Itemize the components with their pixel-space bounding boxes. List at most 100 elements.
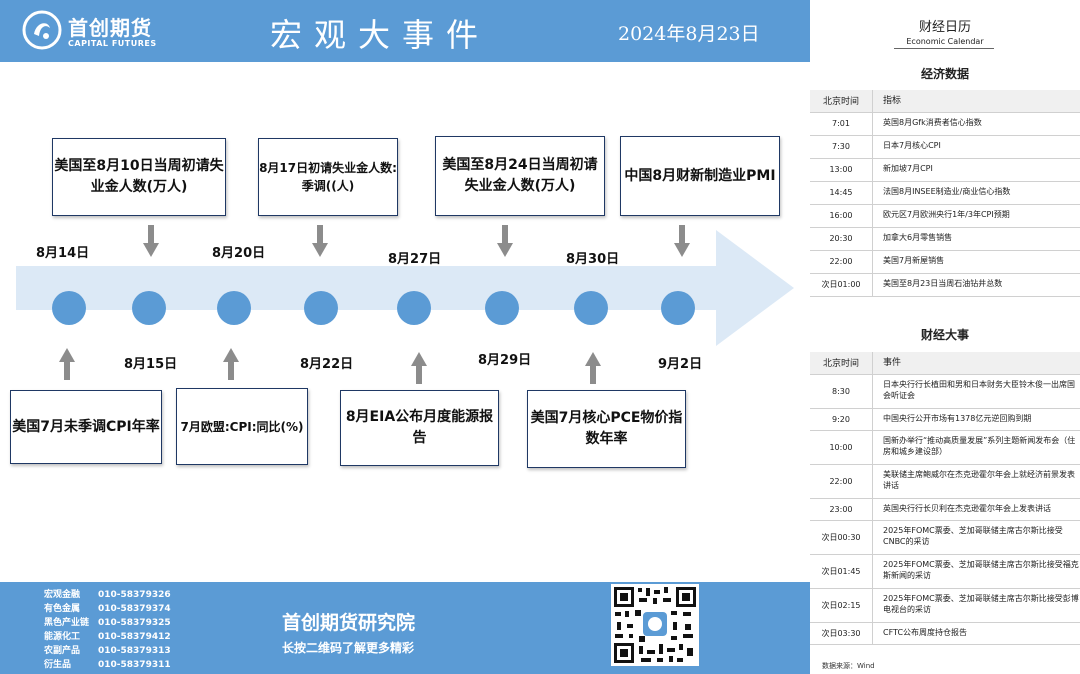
footer-subtitle: 长按二维码了解更多精彩 — [282, 641, 415, 655]
row-time: 7:30 — [810, 135, 873, 159]
calendar-title: 财经日历 — [918, 20, 971, 35]
timeline-date: 8月27日 — [388, 252, 442, 267]
event-box-top-1: 美国至8月10日当周初请失业金人数(万人) — [52, 138, 226, 216]
row-time: 9:20 — [810, 408, 873, 431]
row-item: 加拿大6月零售销售 — [872, 227, 1080, 251]
divider — [894, 48, 994, 49]
event-text: 8月17日初请失业金人数:季调((人) — [259, 161, 397, 193]
event-text: 8月EIA公布月度能源报告 — [345, 409, 494, 446]
up-arrow-icon — [223, 348, 239, 380]
timeline-date: 8月29日 — [478, 353, 532, 368]
contact-row: 有色金属 010-58379374 — [44, 601, 171, 614]
row-item: 英国央行行长贝利在杰克逊霍尔年会上发表讲话 — [872, 498, 1080, 521]
contact-dept: 农副产品 — [44, 646, 81, 656]
contact-dept: 宏观金融 — [44, 590, 81, 600]
footer-title: 首创期货研究院 — [282, 612, 416, 634]
contact-phone: 010-58379311 — [98, 660, 171, 670]
contact-phone: 010-58379374 — [98, 604, 171, 614]
timeline-date: 8月15日 — [124, 357, 178, 372]
up-arrow-icon — [59, 348, 75, 380]
row-item: 法国8月INSEE制造业/商业信心指数 — [872, 181, 1080, 205]
header-time: 北京时间 — [810, 352, 873, 375]
header-item: 指标 — [872, 90, 1080, 113]
section-title-data: 经济数据 — [920, 67, 969, 81]
timeline-dot — [485, 291, 519, 325]
row-item: 中国央行公开市场有1378亿元逆回购到期 — [872, 408, 1080, 431]
row-time: 次日01:45 — [810, 554, 873, 589]
contact-row: 衍生品 010-58379311 — [44, 657, 171, 670]
row-item: 新加坡7月CPI — [872, 158, 1080, 182]
event-box-bottom-1: 美国7月未季调CPI年率 — [10, 390, 162, 464]
table-header: 北京时间 指标 — [810, 90, 1080, 113]
header-time: 北京时间 — [810, 90, 873, 113]
row-time: 13:00 — [810, 158, 873, 182]
row-item: 英国8月Gfk消费者信心指数 — [872, 112, 1080, 136]
contact-phone: 010-58379326 — [98, 590, 171, 600]
row-item: 国新办举行“推动高质量发展”系列主题新闻发布会（住房和城乡建设部） — [872, 430, 1080, 465]
contact-dept: 衍生品 — [44, 660, 72, 670]
timeline-dot — [217, 291, 251, 325]
calendar-panel: 财经日历 Economic Calendar 经济数据 北京时间 指标 7:01… — [810, 0, 1080, 674]
timeline-dot — [52, 291, 86, 325]
row-item: 美国7月新屋销售 — [872, 250, 1080, 274]
page-title: 宏观大事件 — [269, 16, 490, 54]
section-title-events: 财经大事 — [920, 328, 969, 342]
event-box-bottom-2: 7月欧盟:CPI:同比(%) — [176, 388, 308, 465]
row-time: 次日01:00 — [810, 273, 873, 297]
timeline-date: 9月2日 — [658, 357, 703, 372]
logo-subtext: CAPITAL FUTURES — [68, 39, 157, 48]
row-time: 次日00:30 — [810, 520, 873, 555]
timeline-dot — [661, 291, 695, 325]
timeline-arrow — [16, 230, 794, 346]
left-panel: 首创期货 CAPITAL FUTURES 宏观大事件 2024年8月23日 美国… — [0, 0, 810, 674]
table-header: 北京时间 事件 — [810, 352, 1080, 375]
row-time: 22:00 — [810, 464, 873, 499]
row-item: 美国至8月23日当周石油钻井总数 — [872, 273, 1080, 297]
timeline-dot — [574, 291, 608, 325]
down-arrow-icon — [497, 225, 513, 257]
timeline-date: 8月14日 — [36, 246, 90, 261]
row-time: 22:00 — [810, 250, 873, 274]
row-time: 16:00 — [810, 204, 873, 228]
data-source: 数据来源：Wind — [822, 662, 875, 670]
timeline-date: 8月22日 — [300, 357, 354, 372]
contact-row: 农副产品 010-58379313 — [44, 643, 171, 656]
event-box-top-4: 中国8月财新制造业PMI — [620, 136, 780, 216]
timeline-date: 8月20日 — [212, 246, 266, 261]
contact-phone: 010-58379313 — [98, 646, 171, 656]
event-text: 中国8月财新制造业PMI — [624, 167, 776, 184]
row-item: 美联储主席鲍威尔在杰克逊霍尔年会上就经济前景发表讲话 — [872, 464, 1080, 499]
timeline-date: 8月30日 — [566, 252, 620, 267]
row-time: 14:45 — [810, 181, 873, 205]
event-box-bottom-3: 8月EIA公布月度能源报告 — [340, 390, 499, 466]
row-time: 10:00 — [810, 430, 873, 465]
timeline-dot — [132, 291, 166, 325]
up-arrow-icon — [585, 352, 601, 384]
contact-phone: 010-58379325 — [98, 618, 171, 628]
qr-code-icon[interactable] — [611, 584, 699, 666]
logo-icon — [22, 10, 62, 50]
event-text: 美国至8月24日当周初请失业金人数(万人) — [442, 157, 598, 194]
contact-dept: 有色金属 — [44, 604, 81, 614]
row-time: 8:30 — [810, 374, 873, 409]
